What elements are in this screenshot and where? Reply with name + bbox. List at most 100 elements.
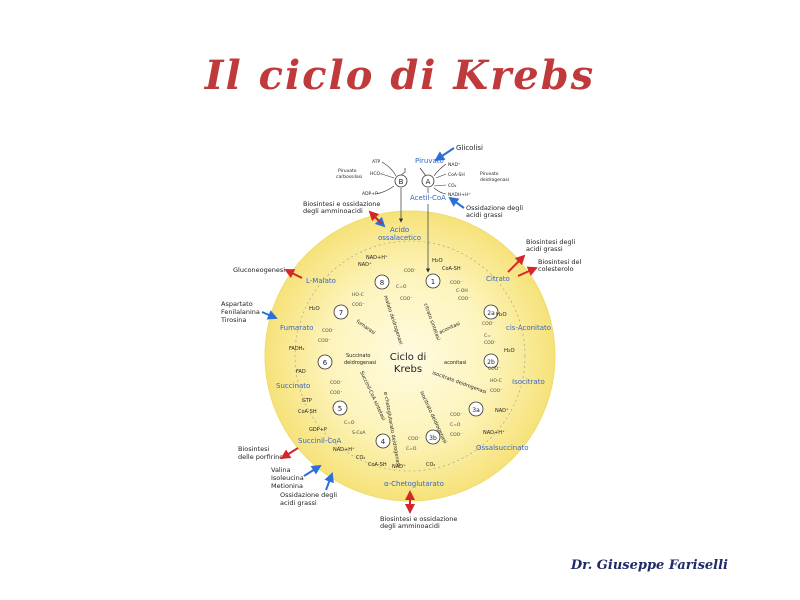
pathway-ossidazione-ag2-2: acidi grassi (280, 499, 317, 507)
compound-acetil-coa: Acetil-CoA (410, 194, 446, 202)
svg-text:COO⁻: COO⁻ (484, 340, 497, 346)
cof-h2o-4: H₂O (309, 306, 320, 312)
step-2b: 2b (483, 353, 499, 369)
pathway-biosintesi-aa2-1: Biosintesi e ossidazione (380, 515, 457, 523)
cof-co2-2: CO₂ (356, 455, 365, 461)
pathway-biosintesi-col-1: Biosintesi del (538, 258, 581, 266)
enzyme-piruvato-carbossilasi-1: Piruvato (338, 168, 357, 174)
step-6: 6 (317, 354, 333, 370)
svg-text:C=O: C=O (450, 422, 461, 428)
cycle-ring (294, 240, 526, 472)
step-a-circle (421, 174, 435, 188)
svg-text:S-CoA: S-CoA (352, 430, 366, 436)
compound-ossalsuccinato: Ossalsuccinato (476, 444, 529, 452)
step-7: 7 (333, 304, 349, 320)
compound-piruvato: Piruvato (415, 157, 444, 165)
svg-text:COO⁻: COO⁻ (488, 366, 501, 372)
cof-fad: FAD (296, 369, 306, 375)
cof-hco3: HCO₃⁻ (370, 171, 385, 177)
svg-text:C=O: C=O (406, 446, 417, 452)
step-4-label: 4 (381, 438, 386, 446)
svg-text:COO⁻: COO⁻ (330, 390, 343, 396)
cof-nad-a: NAD⁺ (448, 162, 461, 168)
enzyme-piruvato-deidrogenasi-2: deidrogenasi (480, 177, 509, 183)
cof-coash-1: CoA-SH (442, 266, 461, 272)
cof-h2o-2: H₂O (496, 312, 507, 318)
compound-succinato: Succinato (276, 382, 310, 390)
pathway-biosintesi-aa-2: degli amminoacidi (303, 207, 363, 215)
arrow-aromatici (261, 310, 278, 320)
compound-acido-2: ossalacetico (378, 234, 421, 242)
compound-isocitrato: Isocitrato (512, 378, 545, 386)
compound-acido-1: Acido (390, 226, 409, 234)
step-2a: 2a (483, 304, 499, 320)
cof-h2o-1: H₂O (432, 258, 443, 264)
step-5-label: 5 (338, 405, 342, 413)
cof-gtp: GTP (302, 398, 312, 404)
cof-nadh-a: NADH+H⁺ (448, 192, 471, 198)
slide-title: Il ciclo di Krebs (204, 52, 596, 99)
pathway-biosintesi-col-2: colesterolo (538, 265, 574, 273)
arc-a (433, 163, 447, 195)
pathway-ossidazione-ag2-1: Ossidazione degli (280, 491, 337, 499)
svg-text:COO⁻: COO⁻ (458, 296, 471, 302)
step-b-label: B (399, 178, 404, 186)
arrow-biosintesi-col (517, 266, 538, 277)
svg-text:COO⁻: COO⁻ (352, 302, 365, 308)
pathway-biosintesi-ag-2: acidi grassi (526, 245, 563, 253)
svg-text:COO⁻: COO⁻ (400, 296, 413, 302)
center-label-1: Ciclo di (390, 352, 426, 363)
cof-co2-a: CO₂ (448, 183, 457, 189)
step-3a-label: 3a (472, 407, 480, 414)
pathway-biosintesi-ag-1: Biosintesi degli (526, 238, 575, 246)
svg-text:HO-C: HO-C (352, 292, 364, 298)
arrow-ossidazione-ag (448, 196, 465, 209)
svg-text:COO⁻: COO⁻ (322, 328, 335, 334)
cof-co2-1: CO₂ (426, 462, 435, 468)
enzyme-piruvato-deidrogenasi-1: Piruvato (480, 171, 499, 177)
cof-nadh-3: NAD+H⁺ (366, 255, 388, 261)
arrow-porfirine (280, 447, 299, 460)
svg-text:HO-C: HO-C (490, 378, 502, 384)
cof-gdp: GDP+P (309, 427, 327, 433)
cof-nadh-1: NAD+H⁺ (483, 430, 505, 436)
step-6-label: 6 (323, 359, 328, 367)
enzyme-succinato-deidrogenasi-1: Succinato (346, 353, 370, 359)
arrow-gluconeogenesi (284, 269, 303, 279)
step-b-circle (394, 174, 408, 188)
step-5: 5 (332, 400, 348, 416)
step-1-label: 1 (431, 278, 435, 286)
cof-coash-a: CoA-SH (448, 172, 465, 178)
svg-text:COO⁻: COO⁻ (482, 321, 495, 327)
center-label-2: Krebs (394, 364, 422, 375)
branch-piruvato (399, 167, 427, 177)
pathway-isoleucina: Isoleucina (271, 474, 304, 482)
compound-l-malato: L-Malato (306, 277, 336, 285)
cof-adp: ADP+P (362, 191, 378, 197)
compound-succinil-coa: Succinil-CoA (298, 437, 342, 445)
svg-text:COO⁻: COO⁻ (330, 380, 343, 386)
svg-text:COO⁻: COO⁻ (404, 268, 417, 274)
arrow-glicolisi (434, 147, 455, 162)
arrow-biosintesi-ag (507, 254, 526, 273)
step-3b-label: 3b (429, 435, 437, 442)
step-a-label: A (426, 178, 431, 186)
pathway-ossidazione-ag-2: acidi grassi (466, 211, 503, 219)
step-2a-label: 2a (487, 310, 495, 317)
svg-text:COO⁻: COO⁻ (450, 432, 463, 438)
pathway-fenilalanina: Fenilalanina (221, 308, 260, 316)
pathway-biosintesi-aa-1: Biosintesi e ossidazione (303, 200, 380, 208)
svg-text:COO⁻: COO⁻ (450, 412, 463, 418)
cof-coash-3: CoA-SH (298, 409, 317, 415)
pathway-gluconeogenesi: Gluconeogenesi (233, 266, 285, 274)
compound-chetoglutarato: α-Chetoglutarato (384, 480, 444, 488)
step-3b: 3b (425, 429, 441, 445)
cof-nad-2: NAD⁺ (392, 464, 406, 470)
compound-fumarato: Fumarato (280, 324, 313, 332)
cof-nad-1: NAD⁺ (495, 408, 509, 414)
svg-text:C=O: C=O (344, 420, 355, 426)
svg-text:COO⁻: COO⁻ (318, 338, 331, 344)
arrow-biosintesi-aa-out (368, 210, 383, 225)
svg-text:COO⁻: COO⁻ (408, 436, 421, 442)
